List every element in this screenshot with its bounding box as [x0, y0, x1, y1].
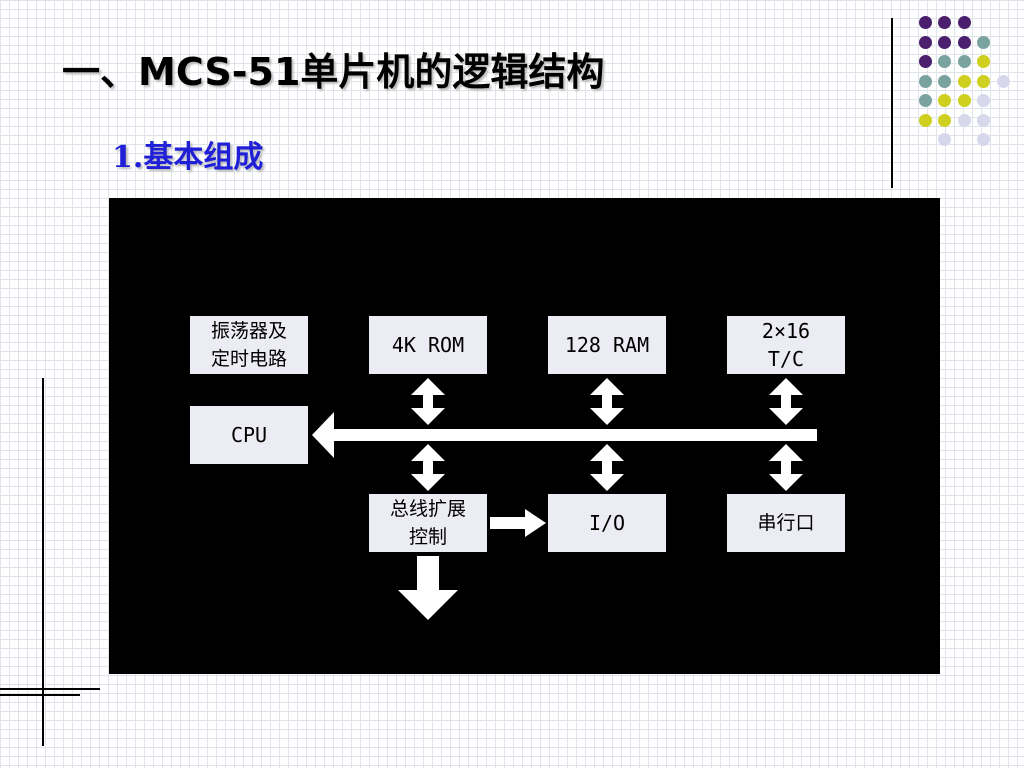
decor-dot [938, 133, 951, 146]
io-bus-double-arrow [590, 444, 624, 491]
busext-bus-double-arrow [411, 444, 445, 491]
rom-block: 4K ROM [369, 316, 487, 374]
decor-dot [977, 55, 990, 68]
rom-bus-double-arrow [411, 378, 445, 425]
serial-bus-double-arrow [769, 444, 803, 491]
decor-dot [918, 55, 932, 68]
decor-dot [977, 94, 990, 107]
timer-bus-double-arrow [769, 378, 803, 425]
external-bus-arrow [398, 556, 458, 620]
serial-port-block: 串行口 [727, 494, 845, 552]
decor-dot [957, 94, 971, 107]
decor-dot [977, 133, 990, 146]
decor-line-left-horizontal-2 [0, 694, 80, 696]
decor-dot [938, 94, 951, 107]
decor-line-left-horizontal-1 [0, 688, 100, 690]
decor-dot [996, 74, 1010, 88]
decor-dot [957, 16, 971, 29]
slide-title: 一、MCS-51单片机的逻辑结构 [62, 50, 605, 94]
internal-bus-arrow [312, 412, 817, 458]
decor-dot [918, 113, 932, 127]
decor-dot [918, 16, 932, 29]
decor-dot [938, 55, 951, 68]
decor-line-top-right [891, 18, 893, 188]
busext-to-io-arrow [490, 509, 546, 537]
io-block: I/O [548, 494, 666, 552]
bus-extension-control-block: 总线扩展 控制 [369, 494, 487, 552]
cpu-block: CPU [190, 406, 308, 464]
decor-dot [977, 113, 990, 127]
decor-dot [938, 35, 951, 49]
decor-dot [918, 35, 932, 49]
decor-dot [938, 16, 951, 29]
ram-block: 128 RAM [548, 316, 666, 374]
decor-dot [957, 74, 971, 88]
decor-dot [957, 113, 971, 127]
slide-subtitle: 1.基本组成 [112, 140, 264, 175]
oscillator-timing-block: 振荡器及 定时电路 [190, 316, 308, 374]
timer-counter-block: 2×16 T/C [727, 316, 845, 374]
decor-dot [938, 74, 951, 88]
decor-dot [957, 55, 971, 68]
decor-dot [957, 35, 971, 49]
decor-dot [918, 74, 932, 88]
decor-dot [977, 35, 990, 49]
decor-dot [918, 94, 932, 107]
decor-line-left-vertical [42, 378, 44, 746]
ram-bus-double-arrow [590, 378, 624, 425]
decor-dot [938, 113, 951, 127]
decor-dot [977, 74, 990, 88]
